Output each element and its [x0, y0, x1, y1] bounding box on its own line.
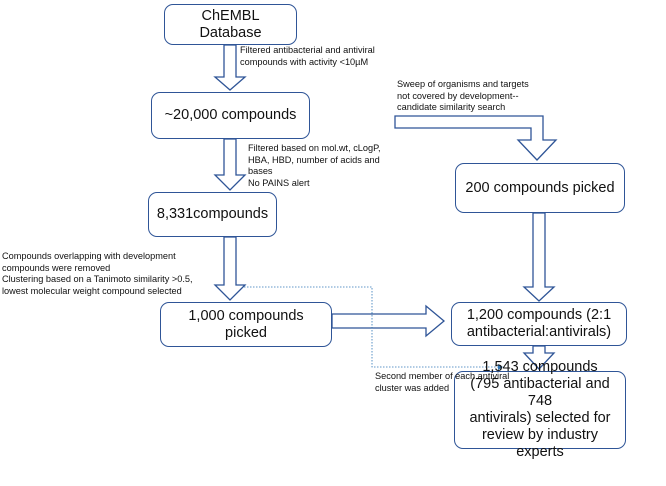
arrow-1000-to-1200	[331, 304, 446, 338]
arrow-20000-to-8331	[213, 138, 247, 191]
arrow-chembl-to-20000	[213, 44, 247, 91]
box-chembl-database: ChEMBL Database	[164, 4, 297, 45]
box-200-compounds-picked: 200 compounds picked	[455, 163, 625, 213]
dotted-connector-second-member	[244, 286, 498, 368]
note-filter-activity: Filtered antibacterial and antiviral com…	[240, 45, 375, 67]
dotted-connector-arrowhead	[498, 364, 503, 370]
note-overlap-clustering: Compounds overlapping with development c…	[2, 251, 193, 296]
arrow-8331-to-1000	[213, 236, 247, 301]
box-20000-compounds: ~20,000 compounds	[151, 92, 310, 139]
note-sweep-organisms: Sweep of organisms and targets not cover…	[397, 79, 529, 113]
note-second-member: Second member of each antiviral cluster …	[375, 371, 510, 393]
box-1200-compounds: 1,200 compounds (2:1 antibacterial:antiv…	[451, 302, 627, 346]
arrow-200-to-1200	[522, 212, 556, 302]
box-1000-compounds-picked: 1,000 compounds picked	[160, 302, 332, 347]
box-1543-compounds: 1,543 compounds (795 antibacterial and 7…	[454, 359, 626, 460]
arrow-1200-to-1543	[522, 345, 556, 370]
box-8331-compounds: 8,331compounds	[148, 192, 277, 237]
arrow-sweep-to-200	[394, 115, 558, 161]
note-filter-properties: Filtered based on mol.wt, cLogP, HBA, HB…	[248, 143, 381, 188]
